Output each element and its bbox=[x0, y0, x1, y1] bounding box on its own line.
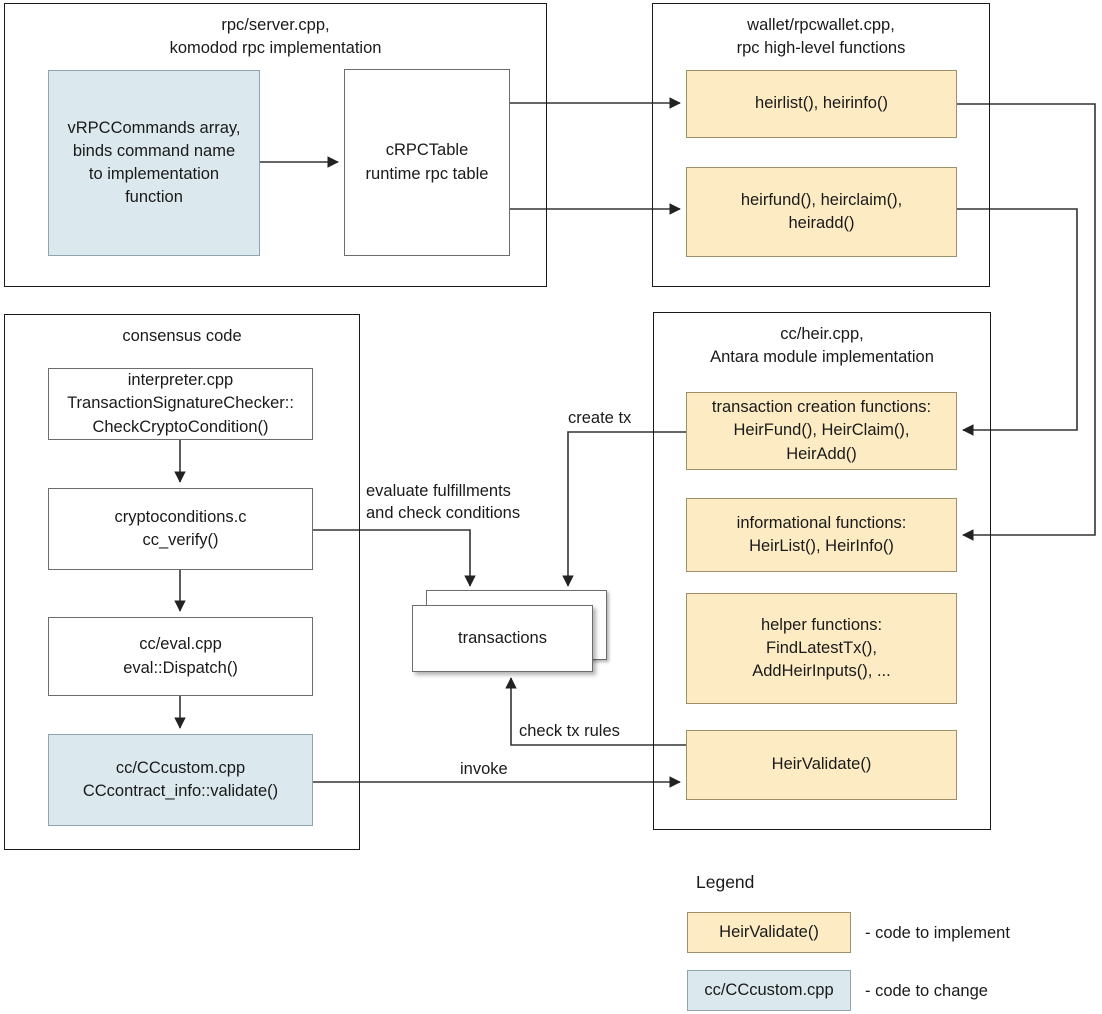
legend-text-change: - code to change bbox=[865, 982, 988, 1000]
node-transaction-creation-functions[interactable]: transaction creation functions: HeirFund… bbox=[686, 392, 957, 470]
panel-cc-heir: cc/heir.cpp, Antara module implementatio… bbox=[653, 312, 991, 830]
node-vrpccommands-array[interactable]: vRPCCommands array, binds command name t… bbox=[48, 70, 260, 256]
legend-swatch-implement: HeirValidate() bbox=[687, 912, 851, 953]
panel-rpcwallet: wallet/rpcwallet.cpp, rpc high-level fun… bbox=[652, 3, 990, 287]
panel-rpc-server: rpc/server.cpp, komodod rpc implementati… bbox=[4, 3, 547, 287]
node-helper-functions[interactable]: helper functions: FindLatestTx(), AddHei… bbox=[686, 593, 957, 704]
node-heirlist-heirinfo[interactable]: heirlist(), heirinfo() bbox=[686, 70, 957, 138]
node-heirvalidate[interactable]: HeirValidate() bbox=[686, 730, 957, 800]
node-crpctable[interactable]: cRPCTable runtime rpc table bbox=[344, 69, 510, 256]
node-cccustom-validate[interactable]: cc/CCcustom.cpp CCcontract_info::validat… bbox=[48, 734, 313, 826]
node-transactions[interactable]: transactions bbox=[412, 605, 593, 672]
node-interpreter-checkcryptocondition[interactable]: interpreter.cpp TransactionSignatureChec… bbox=[48, 368, 313, 440]
panel-consensus-code-title: consensus code bbox=[122, 327, 242, 345]
panel-rpcwallet-title: wallet/rpcwallet.cpp, rpc high-level fun… bbox=[736, 16, 906, 58]
legend-title: Legend bbox=[696, 872, 755, 892]
node-heirfund-heirclaim-heiradd[interactable]: heirfund(), heirclaim(), heiradd() bbox=[686, 167, 957, 257]
node-cryptoconditions-cc-verify[interactable]: cryptoconditions.c cc_verify() bbox=[48, 488, 313, 570]
edge-label-check-tx-rules: check tx rules bbox=[519, 722, 620, 740]
panel-rpc-server-title: rpc/server.cpp, komodod rpc implementati… bbox=[169, 16, 382, 58]
node-cc-eval-dispatch[interactable]: cc/eval.cpp eval::Dispatch() bbox=[48, 617, 313, 696]
panel-cc-heir-title: cc/heir.cpp, Antara module implementatio… bbox=[710, 325, 934, 367]
edge-label-invoke: invoke bbox=[460, 760, 508, 778]
edge-label-evaluate-fulfillments: evaluate fulfillments and check conditio… bbox=[366, 482, 521, 522]
node-informational-functions[interactable]: informational functions: HeirList(), Hei… bbox=[686, 498, 957, 572]
edge-label-create-tx: create tx bbox=[568, 409, 632, 427]
legend-text-implement: - code to implement bbox=[865, 924, 1010, 942]
legend-swatch-change: cc/CCcustom.cpp bbox=[687, 970, 851, 1011]
